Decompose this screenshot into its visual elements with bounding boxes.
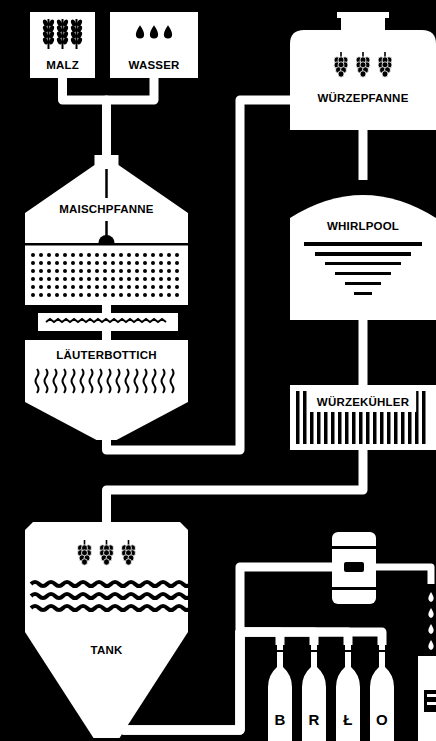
pipe-connector [359,130,368,180]
keg [332,532,376,604]
sieve-zigzag [46,319,166,322]
ingredient-box: WASSER [110,12,198,78]
water-drop-icon [164,25,172,38]
bottle-shape: Ł [336,645,360,741]
wheat-icon [42,19,55,49]
water-drop-icon [136,25,144,38]
node-label: WHIRLPOOL [327,220,399,233]
beer-drops [428,592,433,650]
node-label: Ł [343,711,352,728]
lauter-tun-shape: LÄUTERBOTTICH [25,340,188,440]
wheat-icon [70,19,83,49]
hop-icon [356,52,370,77]
pipe-connector [107,78,155,155]
pipe-connector [63,78,107,155]
ingredient-box: MALZ [30,12,95,78]
hop-icon [100,540,114,565]
hop-icon [334,52,348,77]
node-label: WÜRZEKÜHLER [317,396,409,409]
bottle-shape: O [370,645,394,741]
whirlpool-shape: WHIRLPOOL [290,180,436,320]
hop-icon [78,540,92,565]
hop-icon [378,52,392,77]
water-drop-icon [150,25,158,38]
bottle-shape: B [268,645,292,741]
tank-shape: TANK [25,522,188,738]
sieve-bar [38,313,178,331]
node-label: TANK [91,644,123,657]
tap-pipe [376,567,431,584]
node-label: R [308,711,319,728]
node-label: MAISCHPFANNE [59,203,153,216]
kettle-shape-outline [290,12,436,130]
node-label: MALZ [46,59,79,72]
beer-glass [418,656,436,741]
node-label: WÜRZEPFANNE [317,92,408,105]
mash-tun-shape-outline [25,155,188,305]
wheat-icon [56,19,69,49]
cooler-shape: WÜRZEKÜHLER [290,385,436,450]
bottle-shape: R [302,645,326,741]
node-label: LÄUTERBOTTICH [56,349,156,362]
keg-pipe [240,567,332,632]
node-label: B [274,711,285,728]
cooler-shape-outline [290,385,436,450]
tank-shape-outline [25,522,188,738]
pipe-connector [359,320,368,385]
whirlpool-shape-outline [290,180,436,320]
kettle-shape: WÜRZEPFANNE [290,12,436,130]
node-label: O [376,711,388,728]
mash-tun-shape: MAISCHPFANNE [25,155,188,305]
pipe-connector [107,450,364,522]
node-label: WASSER [128,59,179,72]
hop-icon [122,540,136,565]
